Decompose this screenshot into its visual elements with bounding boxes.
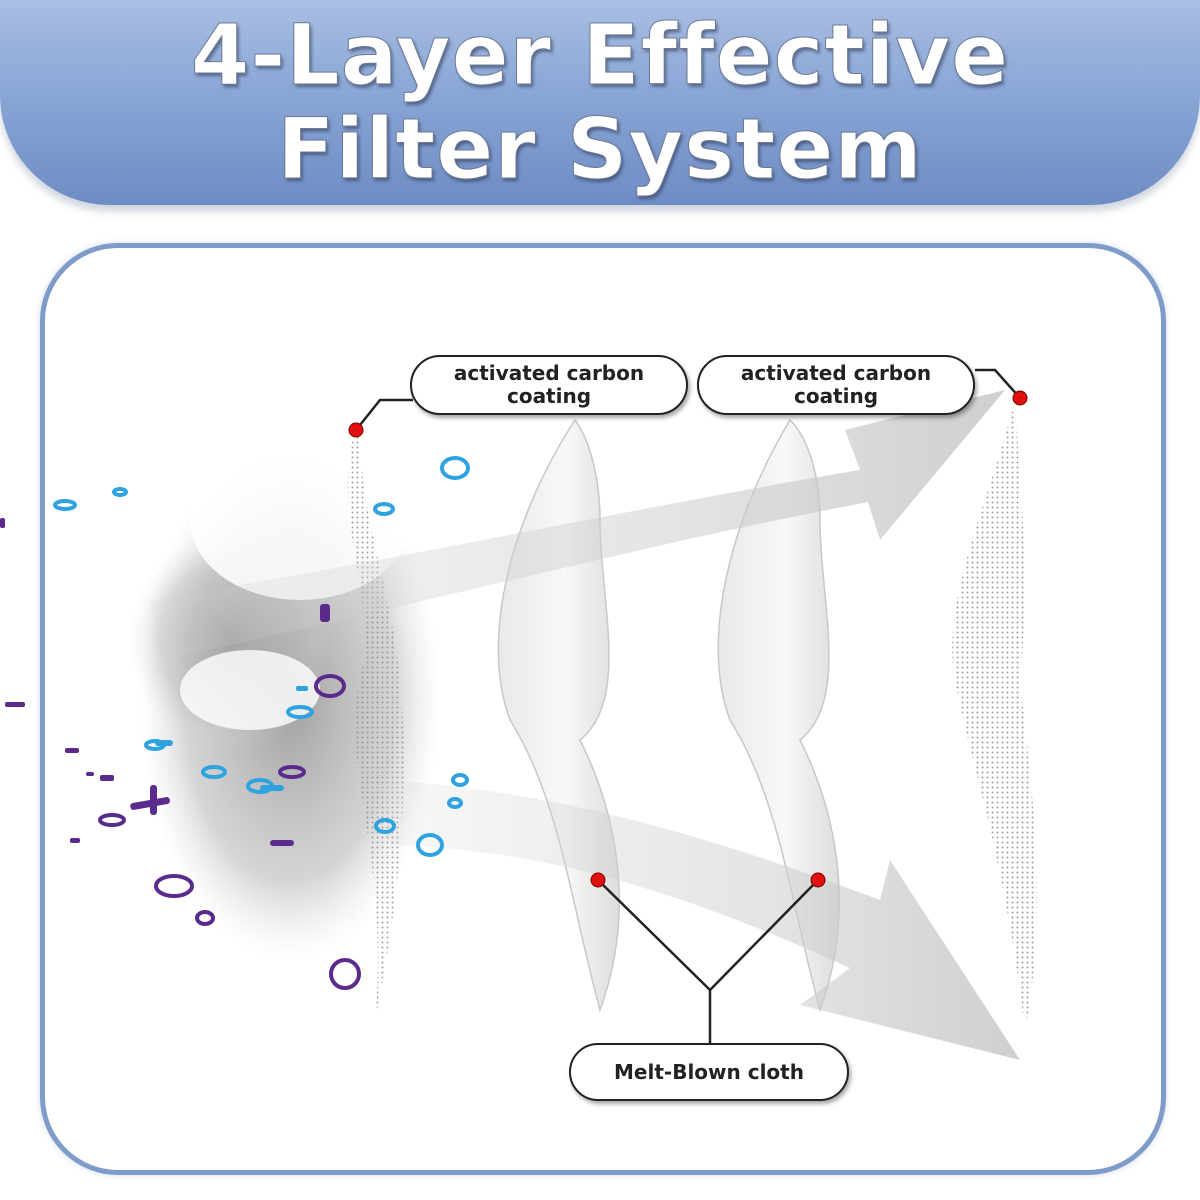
filter-layer-icon bbox=[497, 418, 621, 1013]
callout-carbon-right: activated carbon coating bbox=[697, 355, 975, 415]
leader-lines bbox=[355, 368, 1021, 1045]
particle-specks bbox=[155, 686, 308, 791]
callout-carbon-right-text: activated carbon coating bbox=[740, 361, 932, 408]
filter-layer-icon bbox=[952, 400, 1038, 1030]
page-title: 4-Layer Effective Filter System bbox=[0, 6, 1200, 198]
marker-dot-icon bbox=[1012, 390, 1028, 406]
callout-carbon-left-text: activated carbon coating bbox=[453, 361, 645, 408]
callout-meltblown-text: Melt-Blown cloth bbox=[614, 1059, 804, 1084]
airflow-arrow-icon bbox=[380, 780, 1020, 1060]
title-line-2: Filter System bbox=[277, 100, 923, 198]
marker-dot-icon bbox=[810, 872, 826, 888]
particle-fragments bbox=[0, 518, 330, 846]
callout-meltblown: Melt-Blown cloth bbox=[569, 1043, 849, 1101]
title-line-1: 4-Layer Effective bbox=[190, 6, 1010, 104]
marker-dot-icon bbox=[590, 872, 606, 888]
callout-carbon-left: activated carbon coating bbox=[410, 355, 688, 415]
particle-ring-icon bbox=[53, 456, 470, 990]
airflow-arrow-icon bbox=[150, 390, 1005, 660]
header-banner bbox=[0, 0, 1200, 205]
marker-dot-icon bbox=[348, 422, 364, 438]
marker-dots bbox=[348, 390, 1028, 888]
